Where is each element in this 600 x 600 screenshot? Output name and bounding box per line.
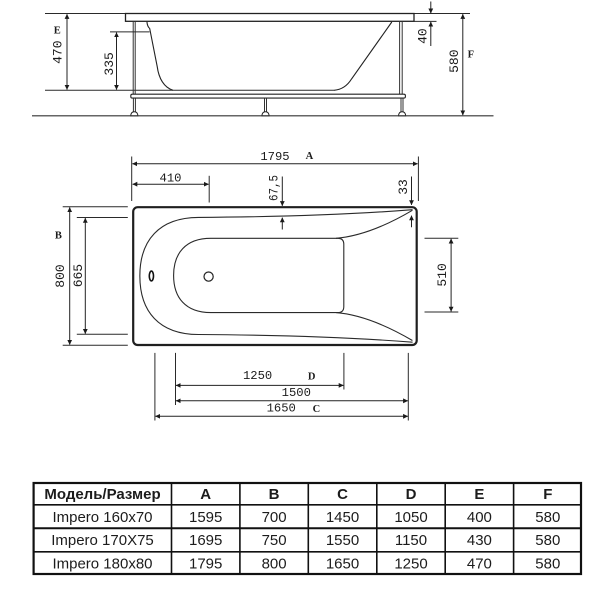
svg-text:1695: 1695	[189, 532, 222, 549]
svg-text:400: 400	[467, 509, 492, 526]
svg-text:D: D	[308, 372, 316, 383]
svg-text:580: 580	[535, 532, 560, 549]
svg-text:335: 335	[102, 52, 117, 75]
svg-text:D: D	[406, 486, 417, 503]
svg-text:1150: 1150	[395, 532, 427, 549]
svg-text:1250: 1250	[394, 556, 427, 573]
svg-text:A: A	[306, 151, 314, 162]
svg-text:1650: 1650	[326, 556, 359, 573]
svg-text:C: C	[337, 486, 348, 503]
svg-text:470: 470	[51, 40, 66, 63]
svg-text:580: 580	[447, 49, 462, 72]
svg-text:1595: 1595	[189, 509, 222, 526]
svg-text:B: B	[55, 231, 62, 242]
svg-text:F: F	[543, 486, 552, 503]
svg-text:580: 580	[535, 509, 560, 526]
svg-text:700: 700	[262, 509, 287, 526]
svg-text:33: 33	[396, 179, 411, 195]
svg-text:430: 430	[467, 532, 492, 549]
svg-text:C: C	[313, 404, 321, 415]
svg-text:A: A	[200, 486, 211, 503]
svg-text:1050: 1050	[394, 509, 427, 526]
svg-text:750: 750	[262, 532, 287, 549]
svg-text:410: 410	[160, 172, 182, 186]
svg-text:1795: 1795	[189, 556, 222, 573]
svg-text:40: 40	[415, 28, 430, 44]
svg-text:665: 665	[71, 264, 86, 287]
svg-text:800: 800	[53, 264, 68, 287]
svg-text:470: 470	[467, 556, 492, 573]
svg-text:580: 580	[535, 556, 560, 573]
svg-text:1550: 1550	[326, 532, 359, 549]
svg-text:1500: 1500	[282, 386, 311, 400]
svg-text:Impero 180x80: Impero 180x80	[52, 556, 152, 573]
svg-text:510: 510	[435, 263, 450, 286]
svg-text:Модель/Размер: Модель/Размер	[44, 486, 160, 503]
svg-text:Impero 170X75: Impero 170X75	[51, 532, 154, 549]
svg-text:F: F	[468, 50, 474, 61]
svg-text:E: E	[474, 486, 484, 503]
svg-text:1650: 1650	[267, 402, 296, 416]
svg-text:1450: 1450	[326, 509, 359, 526]
svg-text:B: B	[269, 486, 280, 503]
svg-text:1795: 1795	[260, 150, 289, 164]
svg-text:800: 800	[262, 556, 287, 573]
svg-text:67,5: 67,5	[267, 175, 282, 201]
svg-text:E: E	[54, 26, 61, 37]
svg-text:Impero 160x70: Impero 160x70	[52, 509, 152, 526]
svg-text:1250: 1250	[243, 369, 272, 383]
